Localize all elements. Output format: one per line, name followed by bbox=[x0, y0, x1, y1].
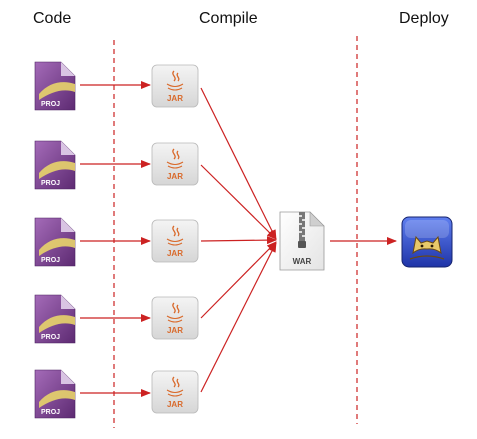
arrow-jar-war-1 bbox=[200, 87, 277, 240]
arrow-jar-war-5 bbox=[200, 242, 277, 393]
proj-file-icon: PROJ bbox=[34, 140, 76, 190]
jar-file-icon: JAR bbox=[151, 370, 199, 414]
proj-file-icon: PROJ bbox=[34, 217, 76, 267]
arrow-jar-war-4 bbox=[200, 241, 277, 319]
compile-phase-label: Compile bbox=[199, 10, 258, 27]
jar-file-label: JAR bbox=[167, 249, 183, 258]
jar-file-label: JAR bbox=[167, 326, 183, 335]
jar-file-icon: JAR bbox=[151, 219, 199, 263]
proj-file-icon: PROJ bbox=[34, 294, 76, 344]
proj-file-icon: PROJ bbox=[34, 369, 76, 419]
jar-file-icon: JAR bbox=[151, 142, 199, 186]
arrow-jar-war-2 bbox=[200, 164, 277, 240]
code-phase-label: Code bbox=[33, 10, 71, 27]
jar-file-label: JAR bbox=[167, 400, 183, 409]
jar-file-label: JAR bbox=[167, 172, 183, 181]
tomcat-server-icon bbox=[401, 216, 453, 268]
war-file-label: WAR bbox=[293, 257, 312, 266]
arrow-jar-war-3 bbox=[200, 236, 277, 245]
proj-file-label: PROJ bbox=[41, 101, 60, 108]
proj-to-jar-arrows bbox=[80, 81, 151, 397]
jar-to-war-arrows bbox=[200, 87, 277, 393]
war-file-icon: WAR bbox=[279, 211, 325, 271]
zipper-icon bbox=[298, 212, 306, 248]
jar-file-icon: JAR bbox=[151, 296, 199, 340]
proj-file-icon: PROJ bbox=[34, 61, 76, 111]
proj-file-label: PROJ bbox=[41, 409, 60, 416]
proj-file-label: PROJ bbox=[41, 257, 60, 264]
proj-file-label: PROJ bbox=[41, 180, 60, 187]
jar-file-icon: JAR bbox=[151, 64, 199, 108]
jar-file-label: JAR bbox=[167, 94, 183, 103]
deploy-phase-label: Deploy bbox=[399, 10, 449, 27]
proj-file-label: PROJ bbox=[41, 334, 60, 341]
